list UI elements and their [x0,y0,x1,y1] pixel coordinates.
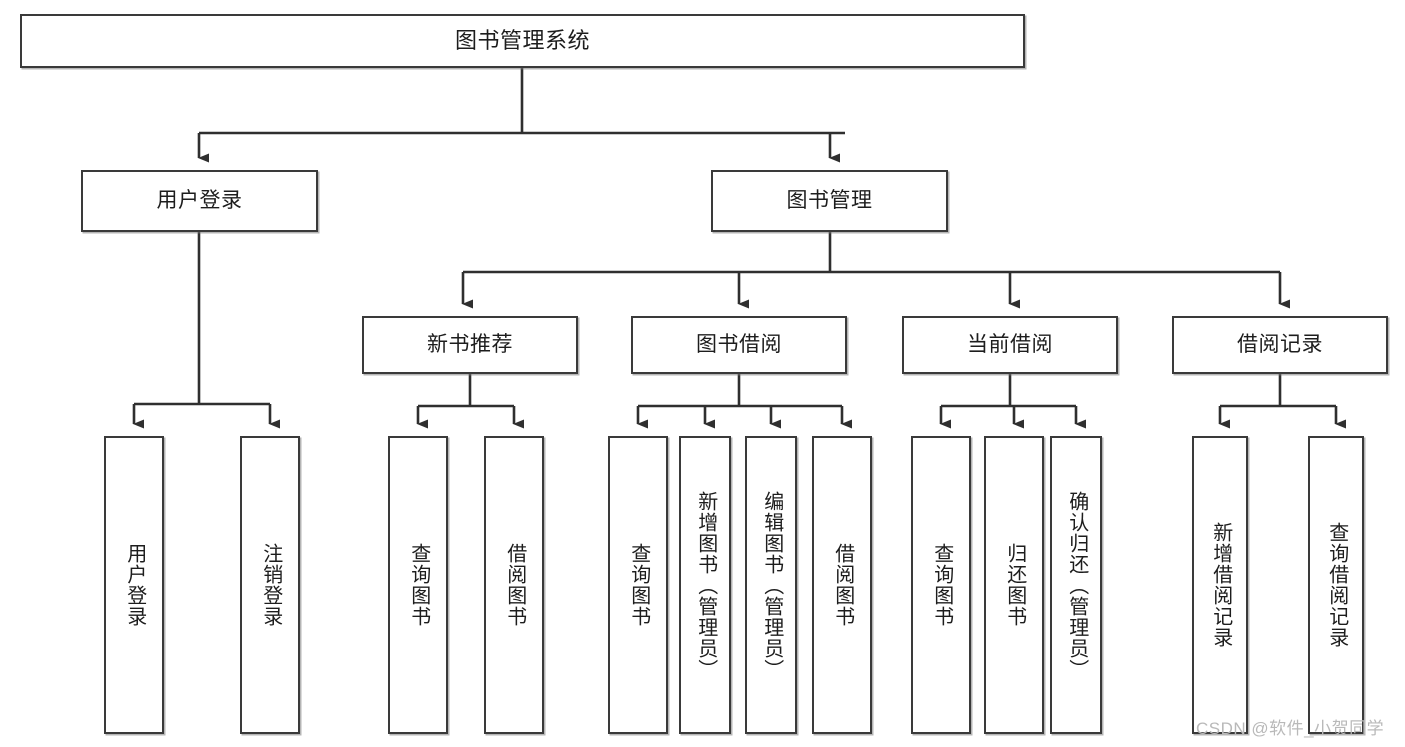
node-label: 借阅图书 [503,543,526,627]
node-user-login[interactable]: 用户登录 [81,170,318,232]
node-leaf-borrow-book-1[interactable]: 借阅图书 [484,436,544,734]
node-leaf-user-login[interactable]: 用户登录 [104,436,164,734]
node-current-borrow[interactable]: 当前借阅 [902,316,1118,374]
node-borrow-record[interactable]: 借阅记录 [1172,316,1388,374]
node-leaf-add-borrow-record[interactable]: 新增借阅记录 [1192,436,1248,734]
node-label: 图书管理 [786,188,873,212]
node-root-system[interactable]: 图书管理系统 [20,14,1025,68]
node-leaf-query-book-1[interactable]: 查询图书 [388,436,448,734]
node-label: 借阅记录 [1237,332,1323,356]
node-label: 确认归还（管理员） [1065,490,1088,680]
node-label: 借阅图书 [831,543,854,627]
node-label: 注销登录 [259,543,282,627]
node-label: 查询图书 [627,543,650,627]
node-leaf-add-book-admin[interactable]: 新增图书（管理员） [679,436,731,734]
node-leaf-query-book-3[interactable]: 查询图书 [911,436,971,734]
node-label: 用户登录 [123,543,146,627]
node-new-book-recommend[interactable]: 新书推荐 [362,316,578,374]
node-book-manage[interactable]: 图书管理 [711,170,948,232]
node-leaf-logout-login[interactable]: 注销登录 [240,436,300,734]
node-leaf-borrow-book-2[interactable]: 借阅图书 [812,436,872,734]
node-label: 用户登录 [156,188,243,212]
node-leaf-query-borrow-record[interactable]: 查询借阅记录 [1308,436,1364,734]
node-leaf-query-book-2[interactable]: 查询图书 [608,436,668,734]
node-label: 编辑图书（管理员） [760,490,783,680]
node-leaf-return-book[interactable]: 归还图书 [984,436,1044,734]
node-label: 图书管理系统 [454,28,590,54]
node-label: 查询借阅记录 [1325,522,1348,648]
node-label: 新书推荐 [427,332,513,356]
node-label: 归还图书 [1003,543,1026,627]
csdn-watermark: CSDN @软件_小贺同学 [1196,719,1385,738]
node-label: 查询图书 [930,543,953,627]
node-label: 图书借阅 [696,332,782,356]
node-label: 新增借阅记录 [1209,522,1232,648]
node-leaf-edit-book-admin[interactable]: 编辑图书（管理员） [745,436,797,734]
node-leaf-confirm-return-admin[interactable]: 确认归还（管理员） [1050,436,1102,734]
node-label: 当前借阅 [967,332,1053,356]
node-label: 查询图书 [407,543,430,627]
node-label: 新增图书（管理员） [694,490,717,680]
node-book-borrow[interactable]: 图书借阅 [631,316,847,374]
